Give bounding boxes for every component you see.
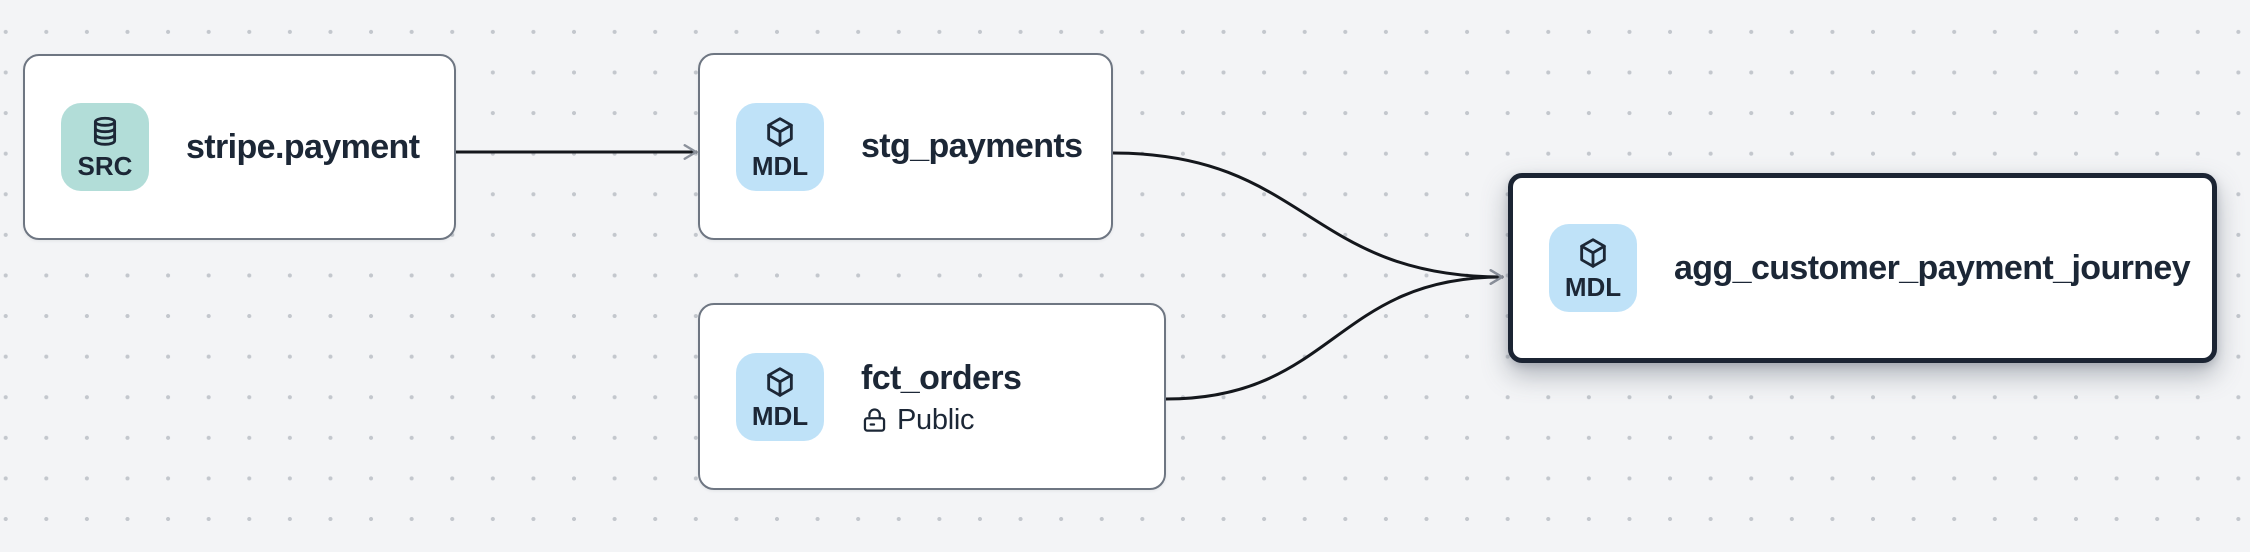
node-type-badge-mdl: MDL: [736, 102, 824, 191]
cube-icon: [1580, 238, 1606, 268]
node-title: stg_payments: [861, 127, 1083, 166]
node-type-badge-mdl: MDL: [736, 352, 824, 441]
node-title: stripe.payment: [186, 127, 420, 166]
node-type-label: MDL: [751, 400, 809, 431]
node-agg-customer-payment-journey[interactable]: MDL agg_customer_payment_journey: [1508, 173, 2217, 363]
cube-icon: [767, 366, 793, 397]
node-type-label: MDL: [751, 150, 809, 181]
node-type-label: MDL: [1564, 272, 1622, 302]
node-stg-payments[interactable]: MDL stg_payments: [698, 53, 1113, 240]
node-title: fct_orders: [861, 358, 1022, 397]
node-type-badge-src: SRC: [61, 103, 149, 191]
node-type-badge-mdl: MDL: [1549, 224, 1637, 312]
node-fct-orders[interactable]: MDL fct_orders Public: [698, 303, 1166, 490]
cube-icon: [767, 116, 793, 147]
node-stripe-payment[interactable]: SRC stripe.payment: [23, 54, 456, 240]
access-label: Public: [897, 404, 975, 437]
node-title: agg_customer_payment_journey: [1674, 248, 2191, 287]
database-icon: [93, 116, 117, 146]
edge-stg-payments-to-agg-customer-payment-journey[interactable]: [1111, 151, 1504, 285]
node-type-label: SRC: [77, 151, 133, 181]
access-badge: Public: [861, 406, 1021, 435]
edge-fct-orders-to-agg-customer-payment-journey[interactable]: [1164, 269, 1504, 401]
lock-open-icon: [863, 408, 886, 433]
